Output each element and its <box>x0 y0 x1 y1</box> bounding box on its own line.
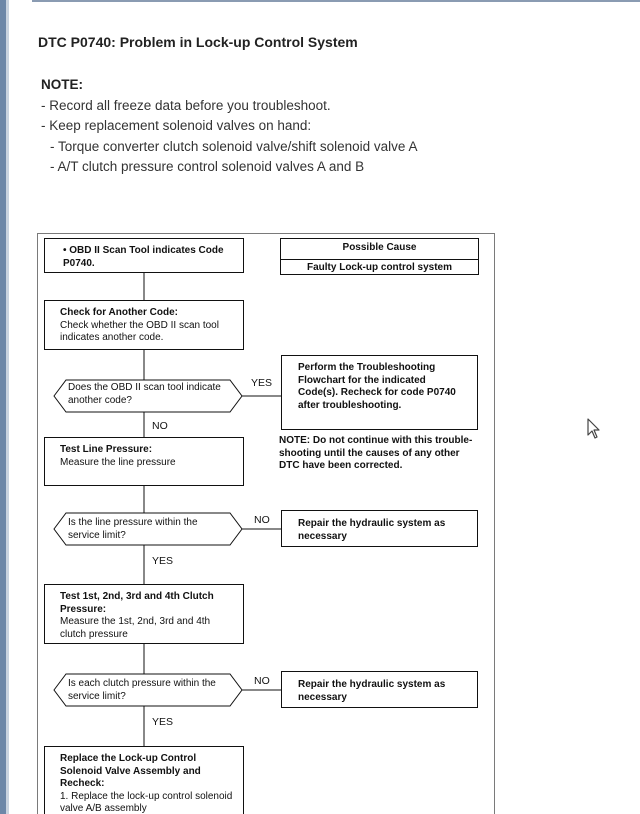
note-item: - Record all freeze data before you trou… <box>41 97 331 113</box>
page-title: DTC P0740: Problem in Lock-up Control Sy… <box>38 34 358 50</box>
step-test-line-pressure: Test Line Pressure: Measure the line pre… <box>44 437 244 486</box>
possible-cause-value: Faulty Lock-up control system <box>306 262 453 273</box>
step-test-clutch-pressure: Test 1st, 2nd, 3rd and 4th Clutch Pressu… <box>44 584 244 644</box>
possible-cause-box: Possible Cause Faulty Lock-up control sy… <box>280 238 479 275</box>
repair-hydraulic-box-2: Repair the hydraulic system as necessary <box>281 671 478 708</box>
q3-yes-label: YES <box>152 716 174 728</box>
mouse-cursor-icon <box>587 418 600 439</box>
left-border-rail <box>0 0 6 814</box>
note-subitem: - Torque converter clutch solenoid valve… <box>50 138 418 154</box>
note-heading: NOTE: <box>41 77 83 92</box>
q1-no-label: NO <box>152 420 168 432</box>
left-border-rail-inner <box>6 0 9 814</box>
flowchart-connectors <box>53 272 281 746</box>
note-item: - Keep replacement solenoid valves on ha… <box>41 118 312 133</box>
note-block: NOTE: - Record all freeze data before yo… <box>41 75 417 178</box>
decision-another-code-text: Does the OBD II scan tool indicate anoth… <box>68 382 221 406</box>
step-replace-solenoid: Replace the Lock-up Control Solenoid Val… <box>44 746 244 814</box>
decision-clutch-pressure-text: Is each clutch pressure within the servi… <box>68 678 216 702</box>
q1-yes-label: YES <box>251 377 273 389</box>
top-divider <box>32 0 640 2</box>
caution-note: NOTE: Do not continue with this trouble-… <box>279 435 473 471</box>
step-check-another-code: Check for Another Code: Check whether th… <box>44 300 244 350</box>
q2-yes-label: YES <box>152 555 174 567</box>
q2-no-label: NO <box>254 514 270 526</box>
decision-line-pressure-text: Is the line pressure within the service … <box>68 517 198 541</box>
q3-no-label: NO <box>254 675 270 687</box>
yes-action-box: Perform the Troubleshooting Flowchart fo… <box>281 355 478 430</box>
repair-hydraulic-box: Repair the hydraulic system as necessary <box>281 510 478 547</box>
note-subitem: - A/T clutch pressure control solenoid v… <box>50 159 365 174</box>
flow-start-box: • OBD II Scan Tool indicates Code P0740. <box>44 238 244 273</box>
possible-cause-heading: Possible Cause <box>281 239 478 260</box>
troubleshooting-flowchart: • OBD II Scan Tool indicates Code P0740.… <box>37 233 495 814</box>
